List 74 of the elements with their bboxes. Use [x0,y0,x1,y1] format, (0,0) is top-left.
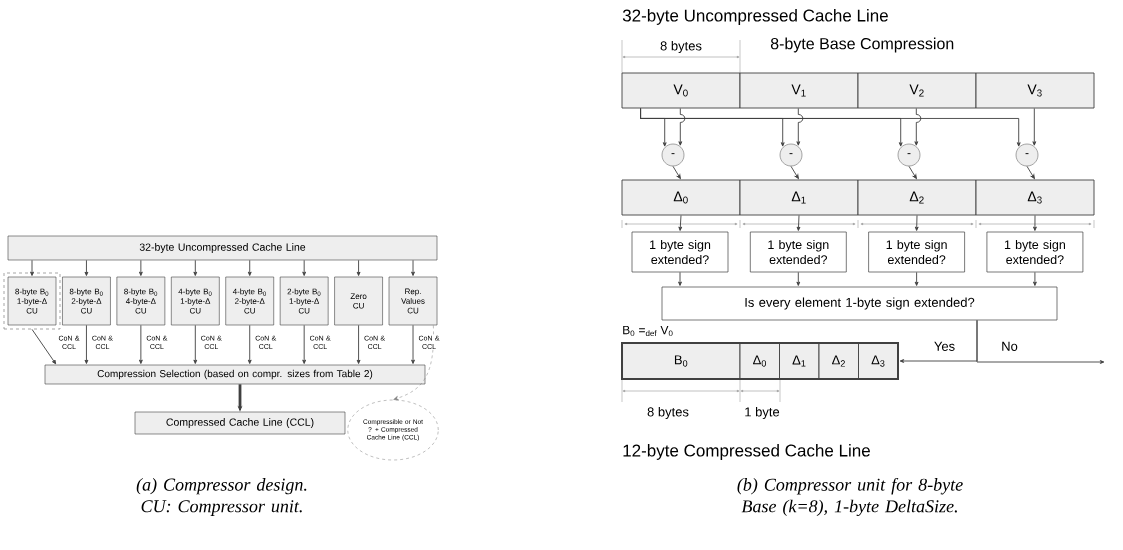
arrow [138,259,143,276]
figure-caption: (b) Compressor unit for 8-byte Base (k=8), 1-byte DeltaSize. [737,477,963,517]
compressor-unit-box: Rep. Values CU [388,276,438,326]
arrow [138,324,143,364]
arrow [678,108,686,146]
compressed-cell: Δ$_{3}$ [858,342,899,380]
delta-cell: Δ$_{1}$ [739,179,859,216]
arrow [84,324,89,364]
arrow [302,259,307,276]
delta-cell: Δ$_{3}$ [975,179,1095,216]
arrow [1032,108,1037,146]
arrow [193,259,198,276]
compressor-unit-box: 2-byte B$_{0}$ 1-byte-Δ CU [279,276,329,326]
delta-cell: Δ$_{2}$ [857,179,977,216]
compressor-unit-box: 4-byte B$_{0}$ 1-byte-Δ CU [171,276,220,326]
arrow [193,324,198,364]
arrow [302,324,307,364]
arrow [796,271,801,286]
dimension-label: 8 bytes [647,406,689,420]
figure-caption: (a) Compressor design. CU: Compressor unit. [136,478,307,516]
arrow [411,324,415,364]
selection-box: Compression Selection (based on compr. sizes from Table 2) [44,364,426,385]
test-box: 1 byte sign extended? [868,231,965,273]
compressor-unit-box: 8-byte B$_{0}$ 1-byte-Δ CU [7,276,57,326]
arrow [356,259,361,276]
dimension-label: 8 bytes [660,40,702,54]
arrow [908,165,917,179]
panel-caption: 12-byte Compressed Cache Line [623,444,870,460]
edge-label: Yes [933,341,956,352]
delta-cell: Δ$_{0}$ [621,179,741,216]
decision-box: Is every element 1-byte sign extended? [661,286,1058,321]
arrow [796,215,801,231]
compressed-line-frame [621,342,899,380]
arrow [1026,165,1035,179]
arrow [796,108,804,146]
arrow [640,108,1021,147]
compressed-cell: Δ$_{2}$ [818,342,859,380]
value-cell: V$_{2}$ [857,72,977,109]
arrow [1033,271,1037,286]
arrow [247,324,252,364]
compressor-unit-box: 8-byte B$_{0}$ 2-byte-Δ CU [62,276,111,326]
value-cell: V$_{0}$ [621,72,741,109]
compressed-cell: Δ$_{0}$ [739,342,780,380]
value-cell: V$_{3}$ [975,72,1095,109]
dimension-label: 1 byte [745,406,780,420]
test-box: 1 byte sign extended? [986,231,1084,273]
compressor-unit-box: 8-byte B$_{0}$ 4-byte-Δ CU [116,276,166,326]
arrow [914,215,919,231]
compressed-cell: Δ$_{1}$ [779,342,820,380]
test-box: 1 byte sign extended? [631,231,729,273]
arrow [247,259,252,276]
arrow [678,215,683,231]
test-box: 1 byte sign extended? [749,231,847,273]
arrow [914,108,922,146]
arrow [31,328,57,365]
arrow [976,319,1105,364]
arrow [393,325,434,401]
arrow [84,259,89,276]
definition-label: B$_{0}$ =$_{def}$ V$_{0}$ [623,325,673,337]
arrow [914,271,919,286]
arrow [678,271,682,286]
panel-subtitle: 8-byte Base Compression [770,37,954,53]
panel-title: 32-byte Uncompressed Cache Line [622,9,888,25]
arrow [30,259,34,276]
value-cell: V$_{1}$ [739,72,859,109]
output-box: Compressed Cache Line (CCL) [134,411,346,435]
arrow [411,259,415,276]
arrow [1033,215,1037,231]
arrow [790,165,799,179]
compressor-unit-box: Zero CU [334,276,383,326]
compressor-unit-box: 4-byte B$_{0}$ 2-byte-Δ CU [225,276,275,326]
arrow [672,165,681,179]
arrow [356,324,361,364]
edge-label: No [1000,341,1019,352]
